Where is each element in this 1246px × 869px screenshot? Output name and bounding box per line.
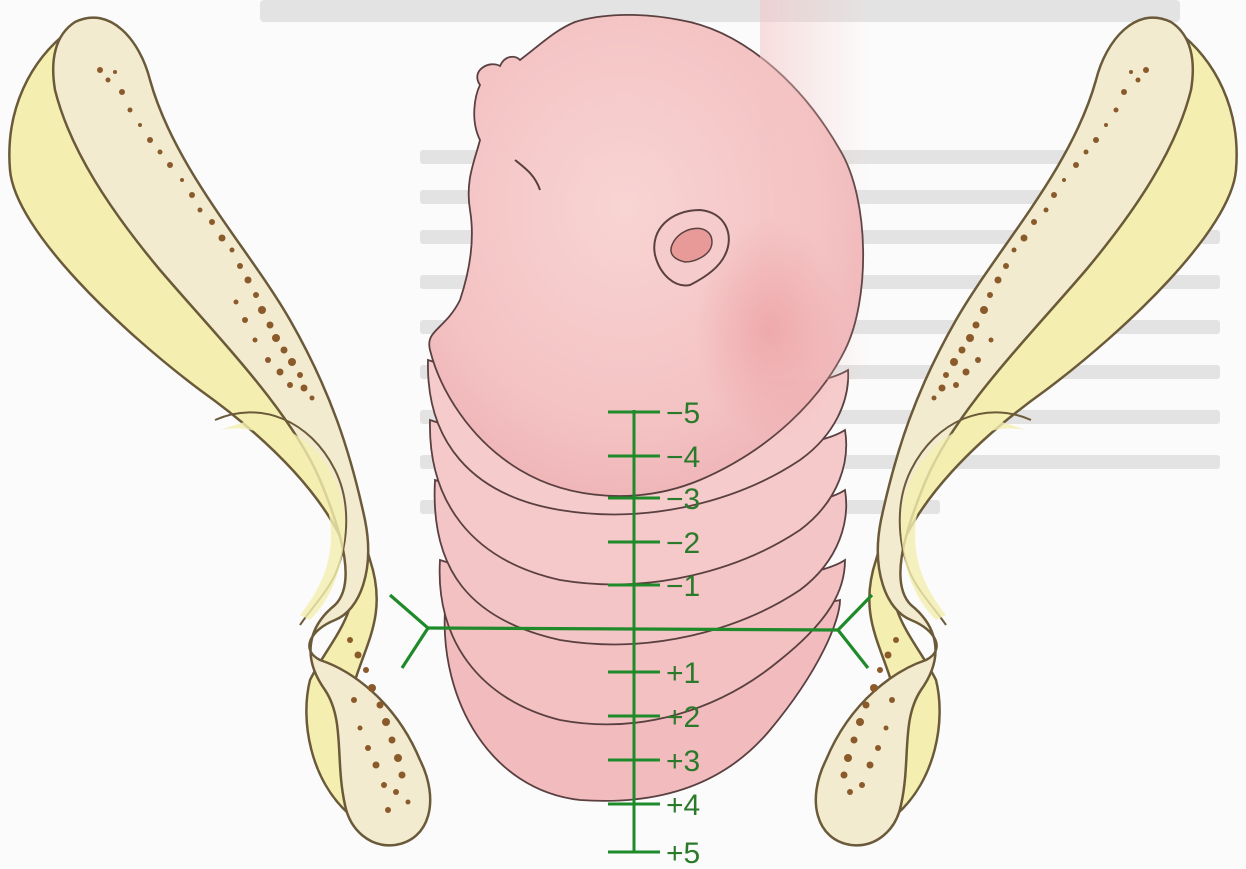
left-pelvic-bone (9, 18, 430, 846)
scale-label: +5 (666, 837, 700, 869)
scale-label: −5 (666, 397, 700, 430)
scale-label: −4 (666, 441, 700, 474)
right-pelvic-bone (816, 18, 1237, 846)
scale-label: +4 (666, 789, 700, 822)
scale-label: +3 (666, 745, 700, 778)
scale-label: +2 (666, 701, 700, 734)
scale-label: −3 (666, 483, 700, 516)
fetal-head-positions (428, 0, 870, 801)
scale-label: −2 (666, 527, 700, 560)
scale-label: +1 (666, 657, 700, 690)
scale-label: −1 (666, 570, 700, 603)
